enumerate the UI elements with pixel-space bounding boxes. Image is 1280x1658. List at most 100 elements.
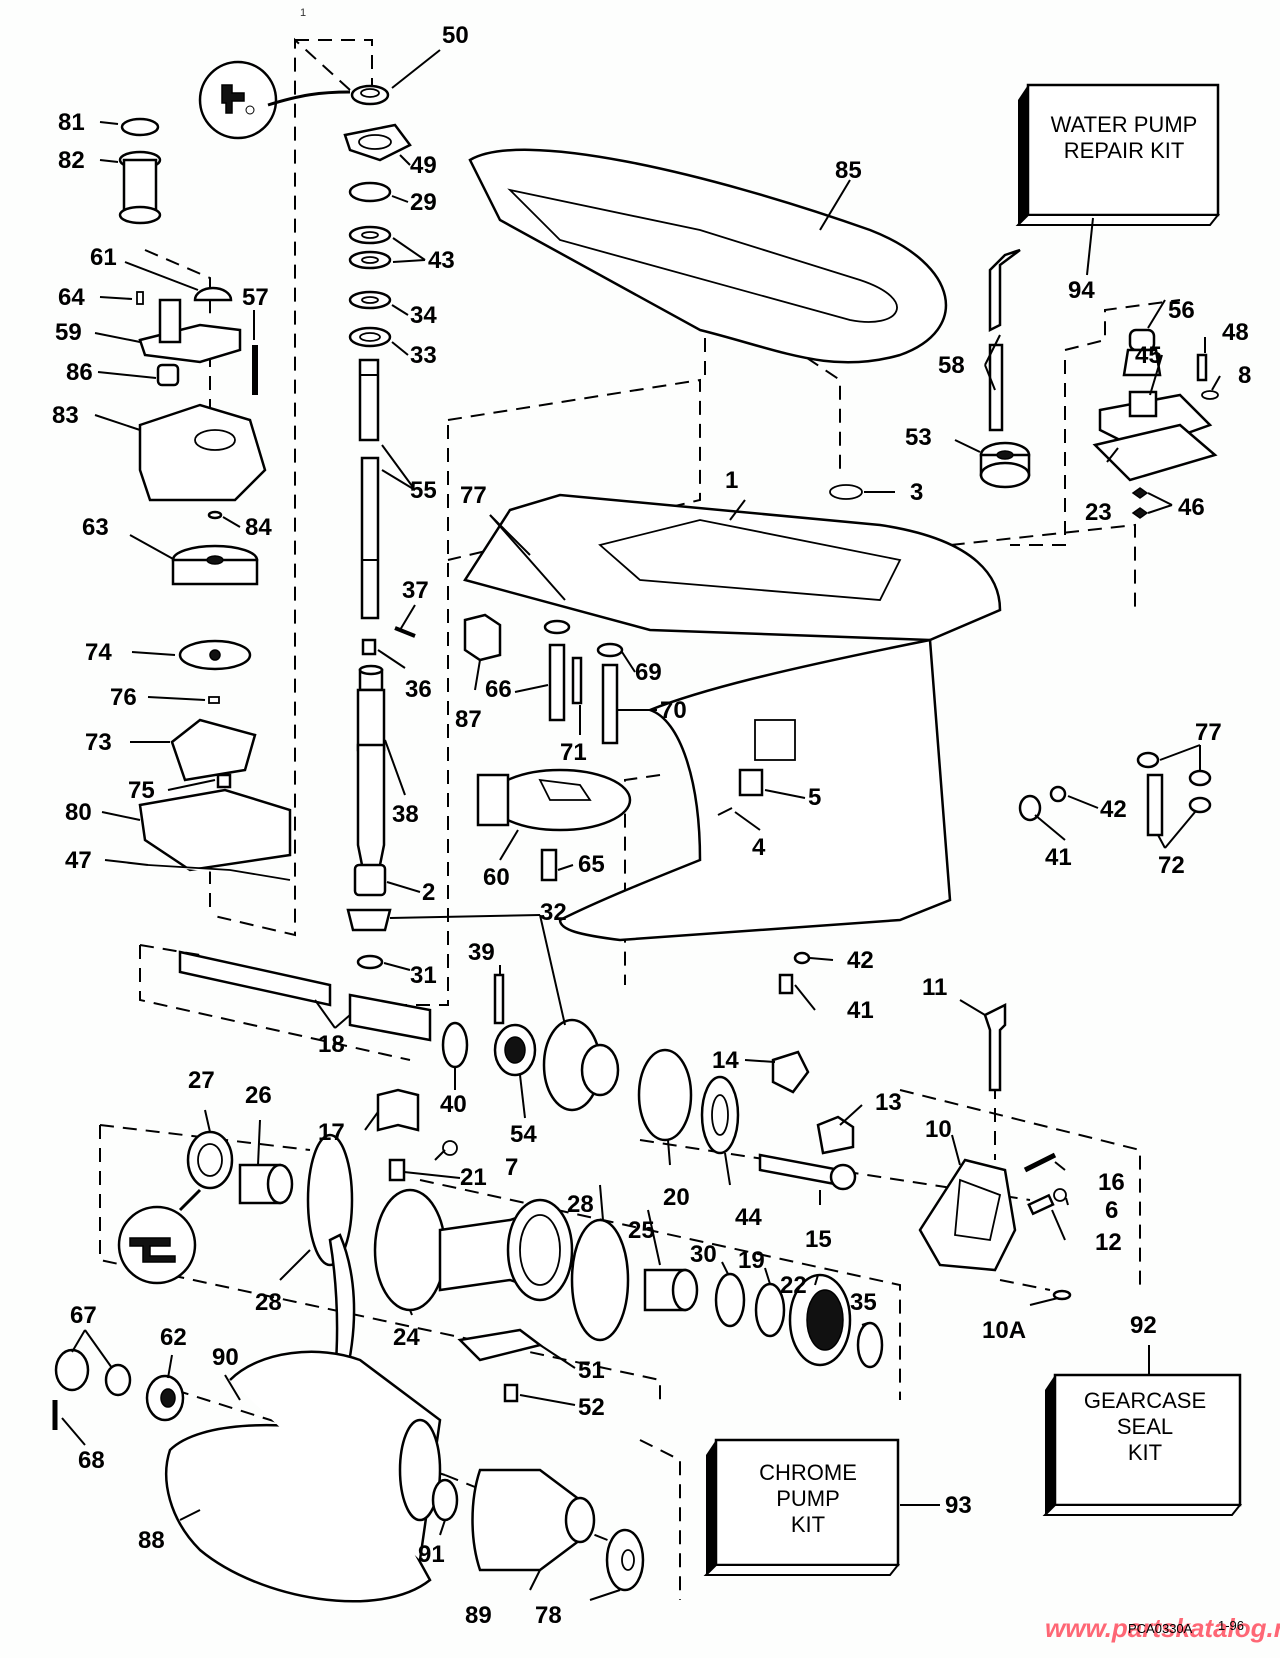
part-77-washer	[1136, 751, 1160, 769]
part-16-pin	[1023, 1152, 1057, 1173]
part-6-ball	[1053, 1188, 1067, 1202]
part-60-trim-tab	[476, 768, 632, 832]
callout-55: 55	[410, 477, 437, 504]
part-72-screw	[1146, 773, 1164, 837]
part-37-pin	[394, 626, 416, 638]
callout-4: 4	[752, 834, 766, 861]
callout-81: 81	[58, 109, 85, 136]
callout-39: 39	[468, 939, 495, 966]
callout-51: 51	[578, 1357, 605, 1384]
part-67-nut	[54, 1348, 132, 1397]
part-70-screw	[601, 663, 619, 745]
title-mark: 1	[300, 7, 306, 19]
part-18-propshaft	[178, 950, 432, 1042]
part-21-clip	[388, 1158, 406, 1182]
callout-28: 28	[255, 1289, 282, 1316]
callout-41b: 41	[847, 997, 874, 1024]
part-14-shift-lever	[771, 1050, 810, 1094]
document-code: PCA0330A	[1128, 1621, 1193, 1636]
callout-17: 17	[318, 1119, 345, 1146]
kit-gearcase-line-1: GEARCASE	[1084, 1388, 1206, 1413]
callout-68: 68	[78, 1447, 105, 1474]
part-54-clutch	[493, 1023, 537, 1077]
part-75-seal	[216, 773, 232, 789]
part-26-bearing	[238, 1163, 294, 1205]
callout-52: 52	[578, 1394, 605, 1421]
part-80-plate	[138, 788, 292, 872]
part-41-plug	[1018, 794, 1042, 822]
callout-92: 92	[1130, 1312, 1157, 1339]
callout-43: 43	[428, 247, 455, 274]
part-86-bushing	[156, 363, 180, 387]
callout-94: 94	[1068, 277, 1095, 304]
callout-76: 76	[110, 684, 137, 711]
part-48-screw	[1196, 353, 1208, 382]
callout-77b: 77	[1195, 719, 1222, 746]
callout-5: 5	[808, 784, 821, 811]
callout-57: 57	[242, 284, 269, 311]
callout-20: 20	[663, 1184, 690, 1211]
part-8-washer	[1201, 390, 1219, 400]
kit-gearcase-seal: GEARCASE SEAL KIT 92	[1042, 1312, 1243, 1516]
part-58-shift-rod	[988, 248, 1021, 432]
part-82-tube	[118, 150, 162, 225]
part-83-pump-housing	[138, 403, 267, 502]
part-23-gasket	[1092, 423, 1218, 482]
callout-6: 6	[1105, 1197, 1118, 1224]
part-15-pin	[758, 1153, 842, 1187]
callout-65: 65	[578, 851, 605, 878]
callout-53: 53	[905, 424, 932, 451]
callout-48: 48	[1222, 319, 1249, 346]
callout-29: 29	[410, 189, 437, 216]
callout-10a: 10A	[982, 1317, 1026, 1344]
part-31-nut	[356, 954, 384, 970]
callout-35: 35	[850, 1289, 877, 1316]
callout-49: 49	[410, 152, 437, 179]
callout-58: 58	[938, 352, 965, 379]
part-11-shift-rod	[983, 1002, 1007, 1092]
callout-82: 82	[58, 147, 85, 174]
part-7-washer	[442, 1140, 458, 1156]
callout-73: 73	[85, 729, 112, 756]
part-4-pin	[717, 807, 733, 816]
part-66-screw	[543, 619, 571, 722]
part-36-pin	[361, 638, 377, 656]
kit-chrome-line-1: CHROME	[759, 1460, 857, 1485]
callout-72: 72	[1158, 852, 1185, 879]
part-55-driveshaft	[358, 358, 380, 620]
part-27-seal	[186, 1130, 234, 1190]
part-65-screw	[540, 848, 558, 882]
callout-66: 66	[485, 676, 512, 703]
callout-12: 12	[1095, 1229, 1122, 1256]
part-25-bearing	[643, 1268, 699, 1312]
callout-34: 34	[410, 302, 437, 329]
callout-42: 42	[1100, 796, 1127, 823]
callout-74: 74	[85, 639, 112, 666]
part-69-washer	[596, 642, 624, 658]
part-85-cover	[468, 148, 948, 364]
sealant-tool-icon	[117, 1188, 202, 1285]
part-89-hub	[471, 1468, 596, 1572]
callout-69: 69	[635, 659, 662, 686]
callout-38: 38	[392, 801, 419, 828]
lubricant-tool-icon	[198, 60, 351, 140]
kit-chrome-line-3: KIT	[791, 1512, 825, 1537]
part-61-grommet	[193, 286, 233, 302]
part-52-screw	[503, 1383, 519, 1403]
part-62-thrust-washer	[145, 1374, 185, 1422]
callout-84: 84	[245, 514, 272, 541]
part-12-spring	[1027, 1193, 1055, 1216]
callout-50: 50	[442, 22, 469, 49]
callout-64: 64	[58, 284, 85, 311]
parts	[52, 60, 1219, 1603]
part-51-clip	[457, 1328, 543, 1362]
part-38-shift-rod	[356, 664, 386, 877]
part-24-bearing-housing	[373, 1188, 574, 1312]
part-46-nut	[1131, 487, 1149, 499]
part-20-bearing	[637, 1048, 693, 1142]
part-40-ring	[441, 1021, 469, 1069]
callout-25: 25	[628, 1217, 655, 1244]
callout-80: 80	[65, 799, 92, 826]
part-32-forward-gear	[542, 1018, 620, 1112]
